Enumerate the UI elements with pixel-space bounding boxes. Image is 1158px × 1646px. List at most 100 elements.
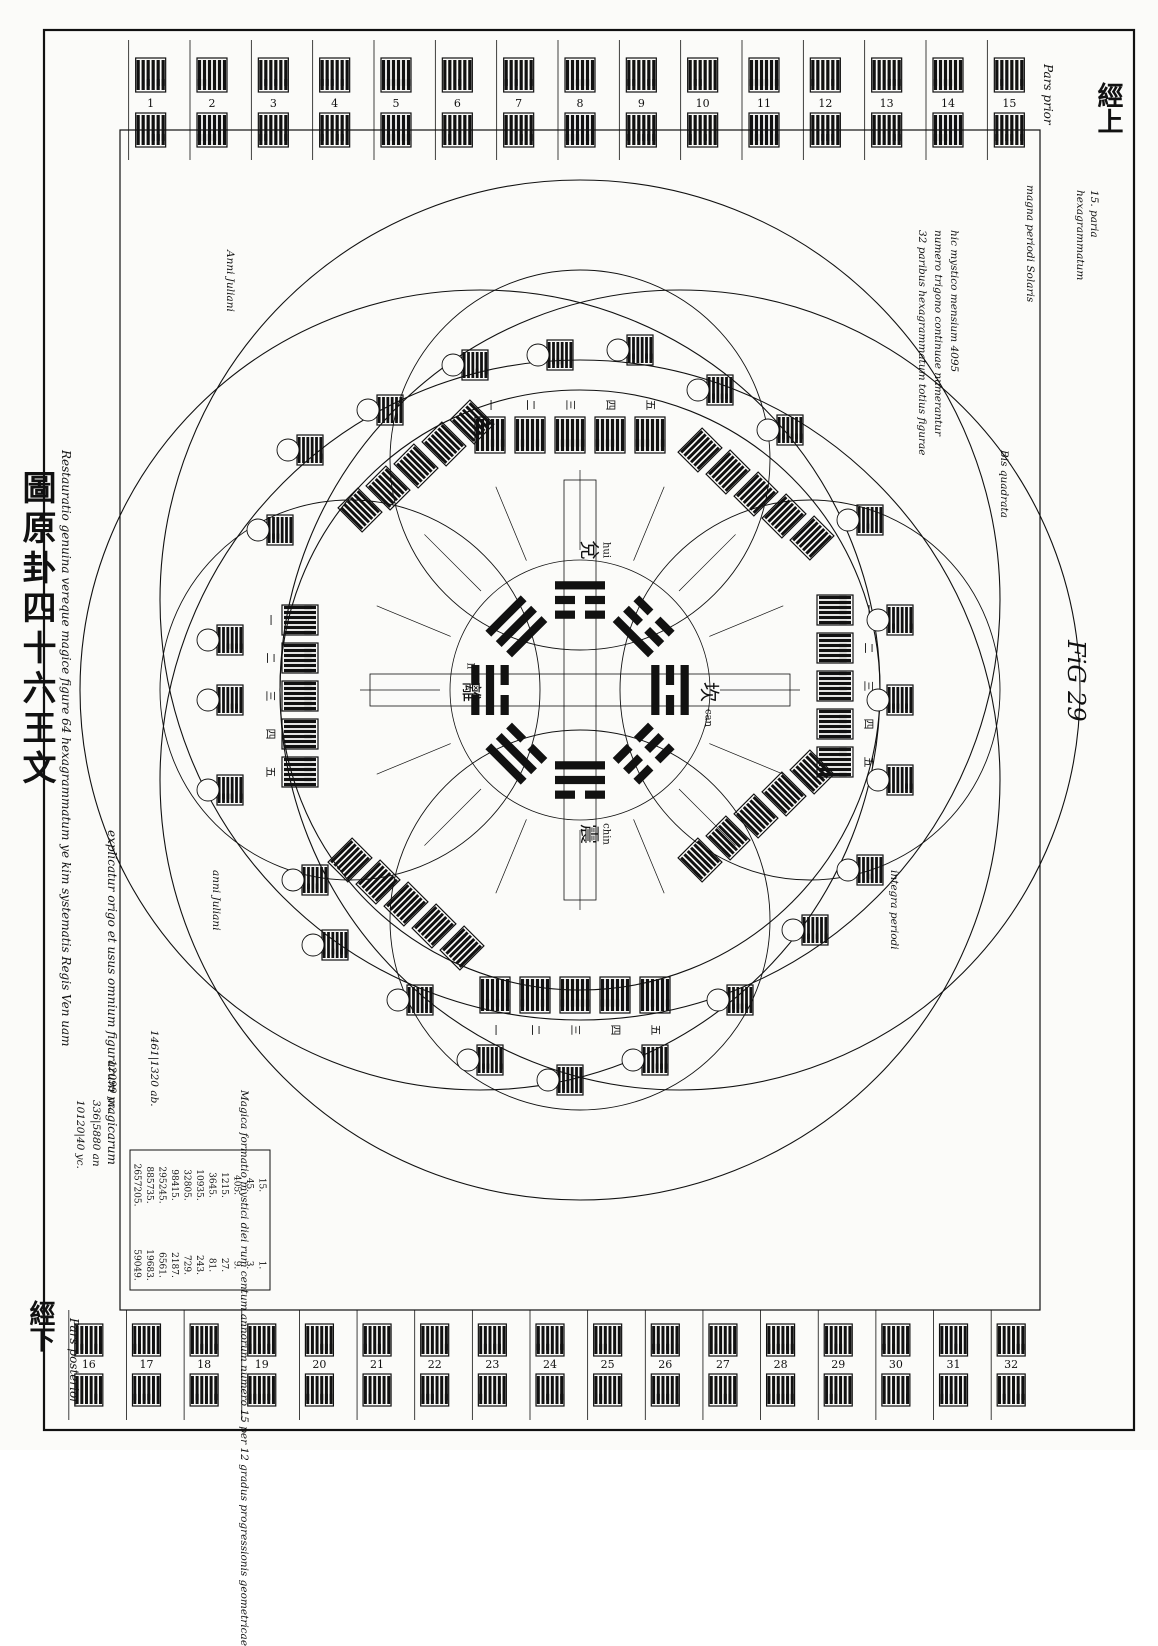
top-hexagram-5-line-4-part-2 (391, 79, 396, 90)
central-trigram-right-line-3 (651, 665, 660, 715)
top-hexagram-b-14-frame (932, 112, 964, 148)
top-hexagram-5 (380, 57, 412, 93)
diag-lower-right-hexagram-3 (733, 793, 779, 839)
arm-top-hexagram-3 (554, 416, 586, 454)
outer-hexagram-6-frame (266, 514, 294, 546)
diag-upper-right-hexagram-1-line-6 (696, 446, 720, 470)
outer-hexagram-8-line-2-part-2 (235, 703, 238, 713)
outer-hexagram-16 (726, 984, 754, 1016)
arm-left-hexagram-2-line-2-part-2 (304, 648, 316, 653)
top-hexagram-7-line-6-part-2 (504, 79, 508, 90)
bottom-hexagram-b-31-line-3 (954, 1376, 958, 1404)
bottom-hexagram-32-line-2-part-2 (1016, 1343, 1020, 1354)
top-hexagram-1-line-6 (136, 60, 140, 90)
bottom-number-23: 23 (485, 1358, 499, 1371)
arm-bottom-hexagram-1-frame (479, 976, 511, 1014)
top-hexagram-b-7-line-4 (514, 115, 518, 145)
top-hexagram-3 (257, 57, 289, 93)
arm-bottom-hexagram-3-line-4-part-2 (570, 999, 575, 1012)
outer-hexagram-7-line-5 (222, 627, 225, 653)
bottom-number-25: 25 (601, 1358, 615, 1371)
bottom-hexagram-b-29-frame (823, 1373, 853, 1407)
top-hexagram-8-line-6 (565, 60, 570, 90)
outer-hexagram-1-line-1-part-2 (484, 368, 488, 378)
diag-upper-right-hexagram-1-line-2-part-2 (696, 433, 707, 444)
bottom-hexagram-16-frame (74, 1323, 104, 1357)
top-hexagram-9-line-3 (642, 60, 646, 90)
diag-lower-left-hexagram-3-line-1-part-2 (399, 884, 410, 894)
bottom-hexagram-25-line-5-part-2 (599, 1343, 603, 1354)
top-hexagram-b-13-line-3 (887, 115, 891, 145)
bottom-hexagram-19-line-2-part-2 (267, 1343, 271, 1354)
bottom-hexagram-29-line-5 (829, 1326, 833, 1354)
bottom-hexagram-b-28-line-3-part-2 (781, 1393, 785, 1404)
bottom-hexagram-27-line-2-part-2 (728, 1343, 732, 1354)
outer-hexagram-5 (296, 434, 324, 466)
arm-bottom-hexagram-4-line-4-part-2 (610, 999, 615, 1012)
bottom-hexagram-b-24-line-1-part-2 (560, 1393, 564, 1404)
top-hexagram-7-line-2 (524, 60, 528, 90)
arm-left-hexagram-5-line-6 (284, 782, 316, 787)
note-left-3: 12099 yc. (106, 1060, 118, 1112)
bottom-hexagram-19-line-1 (271, 1326, 275, 1354)
diag-upper-left-hexagram-1-line-4-part-2 (360, 513, 371, 524)
outer-marker-12 (386, 988, 410, 1012)
arm-bottom-numeral-4: 四 (609, 1025, 622, 1036)
outer-hexagram-23-line-4-part-2 (786, 433, 790, 443)
top-hexagram-b-10-line-3-part-2 (703, 134, 707, 145)
outer-hexagram-4-line-2-part-2 (395, 413, 398, 423)
bottom-hexagram-24-line-6-part-2 (536, 1343, 540, 1354)
note-right-8: Bis quadrata (998, 450, 1010, 519)
top-hexagram-b-5-line-2-part-2 (401, 134, 406, 145)
arm-right-hexagram-3-line-4-part-2 (839, 686, 851, 691)
top-hexagram-b-11-line-4-part-2 (759, 134, 764, 145)
outer-hexagram-10 (301, 864, 329, 896)
spoke-12 (495, 486, 527, 561)
arm-bottom-hexagram-3-line-5 (565, 979, 570, 1011)
outer-hexagram-18-line-2 (875, 857, 878, 883)
bottom-hexagram-26-line-4 (661, 1326, 665, 1354)
bottom-hexagram-b-22-line-3 (435, 1376, 439, 1404)
arm-bottom-hexagram-5-line-6 (640, 979, 645, 1011)
top-hexagram-15-line-3 (1010, 60, 1014, 90)
diag-upper-left-hexagram-4-frame (421, 421, 467, 467)
outer-hexagram-8-line-4 (226, 687, 230, 713)
outer-hexagram-19-line-5 (892, 767, 895, 793)
arm-right-hexagram-4-line-5-part-1 (819, 729, 847, 734)
diag-upper-right-hexagram-5-frame (789, 515, 835, 561)
top-hexagram-b-13-line-4 (882, 115, 886, 145)
arm-top-hexagram-3-line-2-part-2 (575, 439, 580, 452)
diag-lower-right-hexagram-3-line-3 (745, 802, 770, 827)
top-hexagram-b-10-line-5 (693, 115, 697, 145)
bottom-hexagram-b-28-line-5 (772, 1376, 776, 1404)
arm-right-hexagram-2-line-5-part-2 (839, 653, 851, 658)
bottom-hexagram-29-line-4-part-2 (834, 1343, 838, 1354)
diag-upper-right-hexagram-3-line-2 (739, 477, 763, 501)
outer-hexagram-21-line-3 (900, 607, 904, 633)
outer-hexagram-6 (266, 514, 294, 546)
arm-left-hexagram-5-frame (281, 756, 319, 788)
top-hexagram-15-frame (993, 57, 1025, 93)
bottom-hexagram-20-line-6 (306, 1326, 310, 1354)
arm-right-hexagram-1-frame (816, 594, 854, 626)
top-hexagram-b-2-line-2 (217, 115, 222, 145)
arm-top-hexagram-2-line-2-part-2 (535, 439, 540, 452)
outer-hexagram-12-line-4 (416, 987, 420, 1013)
diag-upper-right-hexagram-2-line-1-part-2 (721, 452, 732, 462)
diag-upper-left-hexagram-1-line-6 (340, 506, 364, 530)
top-hexagram-13-line-2-part-2 (892, 79, 896, 90)
top-hexagram-3-line-1-part-2 (284, 79, 288, 90)
arm-right-hexagram-3-line-1-part-1 (819, 671, 847, 676)
outer-hexagram-19-frame (886, 764, 914, 796)
bottom-number-27: 27 (716, 1358, 730, 1371)
outer-hexagram-22-line-3 (870, 507, 874, 533)
table-col2-row-1: 1. (257, 1261, 267, 1270)
bottom-hexagram-18-line-4-part-2 (200, 1343, 204, 1354)
arm-left-hexagram-3-line-2-part-2 (304, 686, 316, 691)
bottom-hexagram-b-25-frame (593, 1373, 623, 1407)
diag-lower-right-hexagram-5 (789, 749, 835, 795)
top-hexagram-b-10-line-2 (708, 115, 712, 145)
outer-hexagram-4-line-1 (399, 397, 403, 423)
lower-table-frame (129, 1149, 271, 1291)
